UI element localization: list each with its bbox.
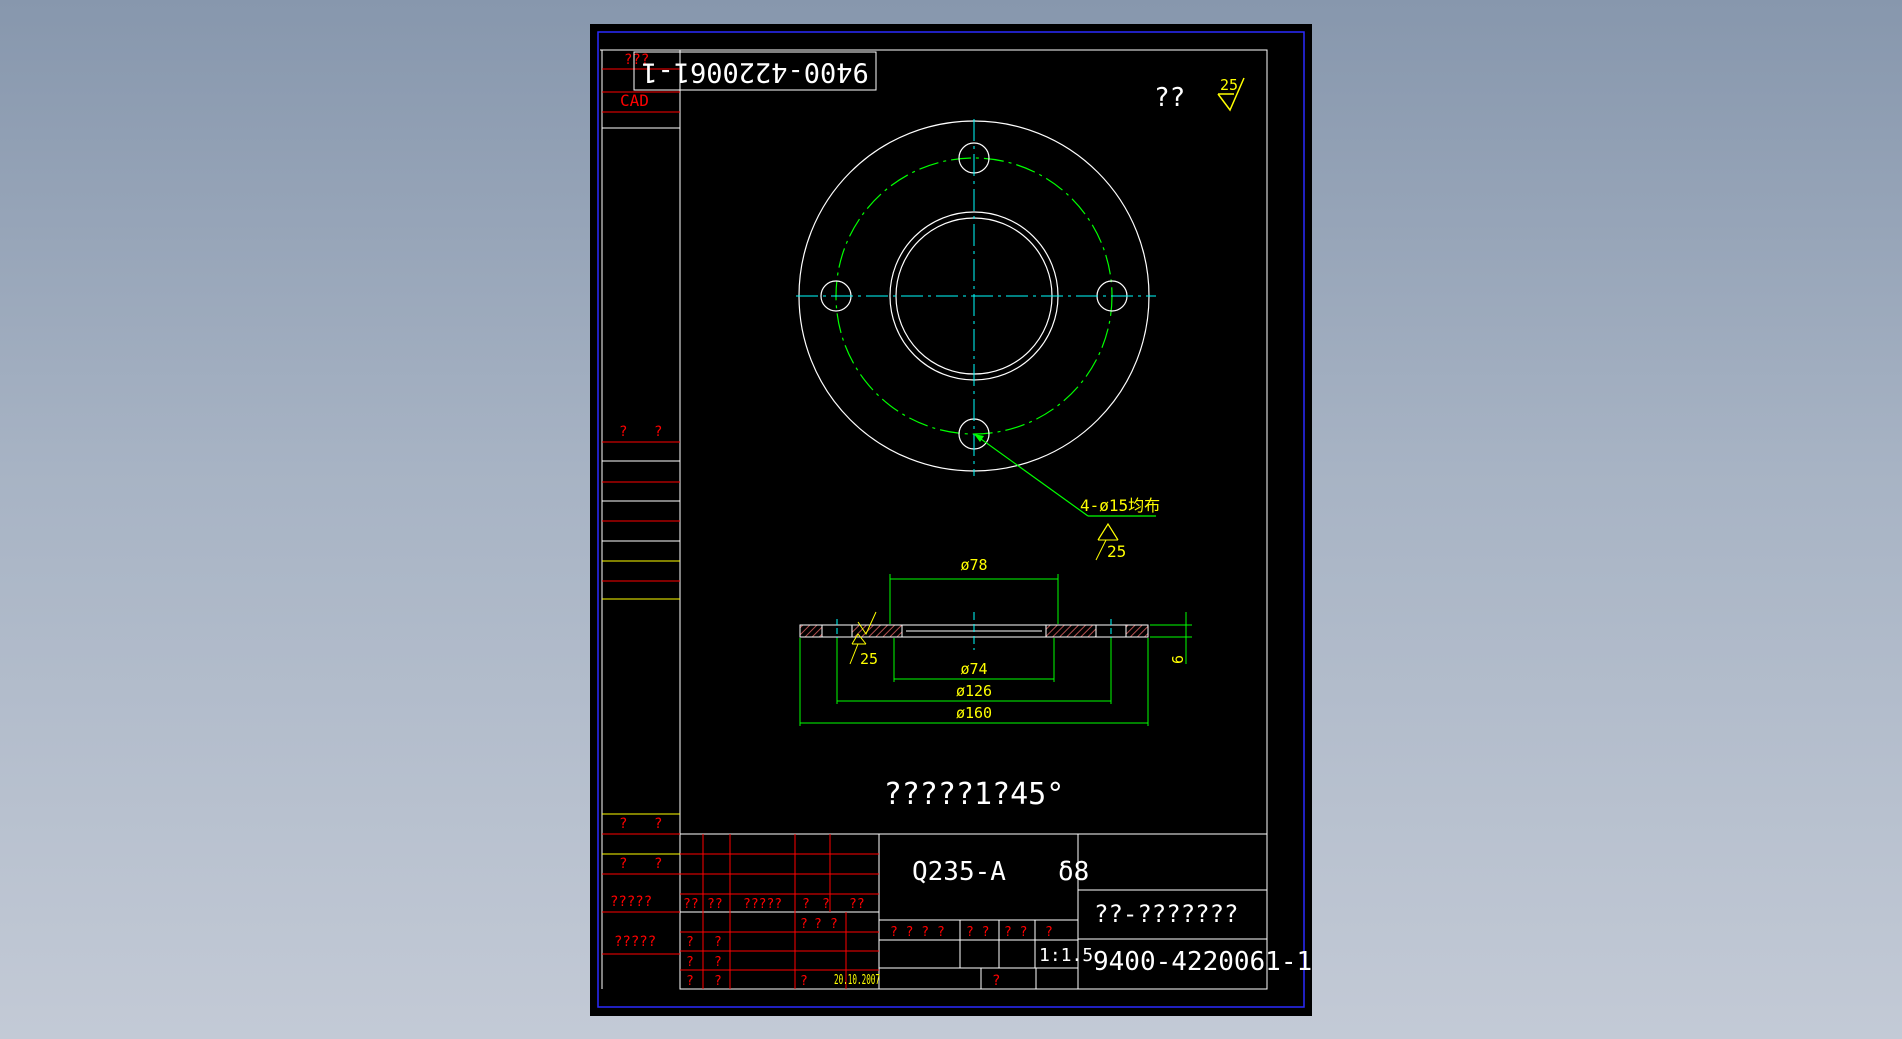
scale-value: 1:1.5 xyxy=(1039,945,1093,966)
strip-row-2a: ? xyxy=(619,856,627,872)
tb-header-4: ? xyxy=(802,897,810,912)
tb-row1-4: ? xyxy=(814,917,822,932)
tb-row3-1: ? xyxy=(686,974,694,989)
part-name: ??-??????? xyxy=(1094,900,1239,928)
tb-row3-3: ? xyxy=(800,974,808,989)
tb-row2-1: ? xyxy=(686,955,694,970)
side-roughness: 25 xyxy=(860,650,878,668)
tb-row3-2: ? xyxy=(714,974,722,989)
strip-top-label: ??? xyxy=(624,52,649,68)
chamfer-note: ?????1?45° xyxy=(884,777,1065,812)
tb-header-6: ?? xyxy=(849,897,865,912)
tb-header-3: ????? xyxy=(743,897,782,912)
dim-thickness: 6 xyxy=(1169,655,1187,664)
strip-row-2b: ? xyxy=(654,856,662,872)
tb-row2-2: ? xyxy=(714,955,722,970)
drawing-frame xyxy=(679,49,1268,990)
strip-mid-label-2: ? xyxy=(654,424,662,440)
rotated-drawing-number: 9400-4220061-1 xyxy=(641,57,869,88)
tb-row1-2: ? xyxy=(714,935,722,950)
material-thickness: δ8 xyxy=(1058,857,1089,887)
hole-roughness: 25 xyxy=(1107,542,1126,561)
tb-header-1: ?? xyxy=(683,897,699,912)
material: Q235-A xyxy=(912,857,1006,887)
title-block: ?? ?? ????? ? ? ?? ? ? ? ? ? ? ? ? ? ? 2… xyxy=(680,833,1312,989)
mid-header-2: ? ? xyxy=(966,925,989,940)
dim-inner: ø74 xyxy=(960,660,987,678)
mid-header-1: ? ? ? ? xyxy=(890,925,945,940)
strip-mid-label-1: ? xyxy=(619,424,627,440)
tb-row1-3: ? xyxy=(800,917,808,932)
drawing-sheet: ??? CAD ? ? ? ? ? ? ????? ????? 9400-422… xyxy=(590,24,1312,1016)
plate-right-inner xyxy=(1045,624,1097,638)
tb-row1-5: ? xyxy=(830,917,838,932)
mid-header-4: ? xyxy=(1045,925,1053,940)
plate-left-outer xyxy=(799,624,823,638)
tb-header-2: ?? xyxy=(707,897,723,912)
dim-outer: ø160 xyxy=(956,704,992,722)
dim-pcd: ø126 xyxy=(956,682,992,700)
left-strip: ??? CAD ? ? ? ? ? ? ????? ????? xyxy=(600,49,680,989)
outer-border xyxy=(597,31,1305,1008)
mid-header-3: ? ? xyxy=(1004,925,1027,940)
rotated-number-box: 9400-4220061-1 xyxy=(633,51,877,91)
general-roughness: ?? 25 xyxy=(1154,76,1245,113)
flange-section-view: ø78 ø74 ø126 ø160 6 25 xyxy=(799,556,1192,726)
strip-row-3: ????? xyxy=(610,894,652,910)
hole-note: 4-ø15均布 xyxy=(1080,496,1160,515)
drawing-number: 9400-4220061-1 xyxy=(1093,947,1312,977)
tb-row1-1: ? xyxy=(686,935,694,950)
dim-top: ø78 xyxy=(960,556,987,574)
flange-top-view: 4-ø15均布 25 xyxy=(796,119,1160,561)
bottom-mark: ? xyxy=(992,973,1000,989)
paper-background xyxy=(590,24,1312,1016)
tb-header-5: ? xyxy=(822,897,830,912)
strip-row-4: ????? xyxy=(614,934,656,950)
hole-leader xyxy=(973,433,1089,517)
tb-date: 20.10.2007 xyxy=(834,973,880,988)
strip-cad-label: CAD xyxy=(620,91,649,110)
roughness-value: 25 xyxy=(1220,76,1238,94)
roughness-label: ?? xyxy=(1154,83,1185,113)
plate-right-outer xyxy=(1125,624,1149,638)
strip-row-1b: ? xyxy=(654,816,662,832)
strip-row-1a: ? xyxy=(619,816,627,832)
